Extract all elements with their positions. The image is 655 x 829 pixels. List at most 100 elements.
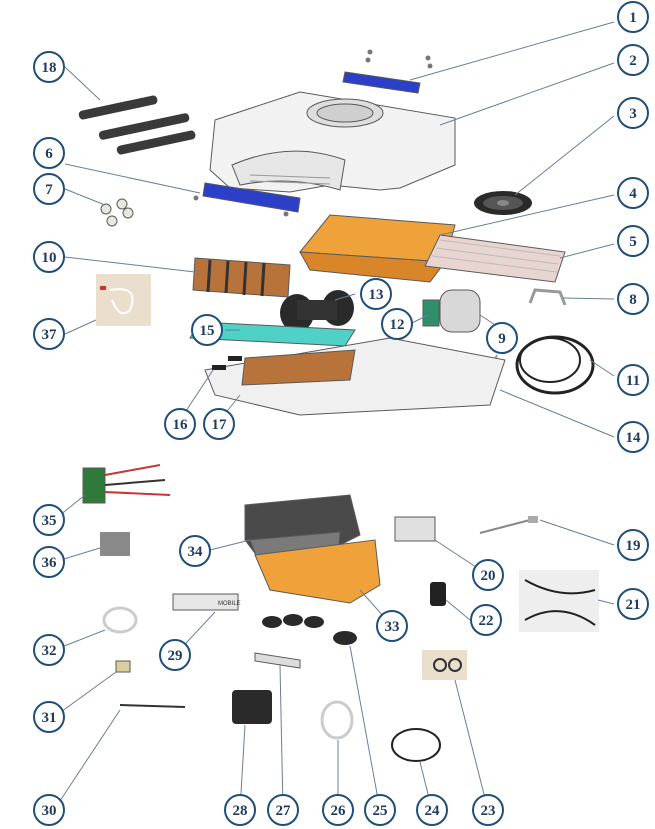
svg-text:22: 22 bbox=[479, 613, 494, 629]
callout-4: 4 bbox=[617, 177, 649, 209]
callout-8: 8 bbox=[617, 283, 649, 315]
callout-22: 22 bbox=[470, 604, 502, 636]
part-37-capillary-tube bbox=[96, 274, 151, 326]
callout-15: 15 bbox=[191, 314, 223, 346]
part-5-condenser bbox=[424, 234, 566, 283]
callout-11: 11 bbox=[617, 364, 649, 396]
callout-19: 19 bbox=[617, 529, 649, 561]
svg-text:14: 14 bbox=[626, 430, 642, 446]
svg-text:34: 34 bbox=[188, 544, 204, 560]
svg-text:3: 3 bbox=[629, 106, 637, 122]
part-24-hose bbox=[391, 728, 441, 762]
callout-35: 35 bbox=[33, 504, 65, 536]
svg-text:37: 37 bbox=[42, 327, 58, 343]
svg-text:24: 24 bbox=[425, 803, 441, 819]
callout-16: 16 bbox=[164, 408, 196, 440]
part-1-rear-cover bbox=[342, 49, 433, 94]
svg-text:13: 13 bbox=[369, 287, 384, 303]
part-30-cable bbox=[119, 704, 186, 708]
part-22-remote bbox=[430, 582, 446, 606]
callout-30: 30 bbox=[33, 794, 65, 826]
callout-2: 2 bbox=[617, 44, 649, 76]
part-36-screw-kit bbox=[100, 532, 130, 556]
callout-31: 31 bbox=[33, 701, 65, 733]
svg-text:30: 30 bbox=[42, 803, 57, 819]
svg-text:10: 10 bbox=[42, 250, 57, 266]
svg-text:5: 5 bbox=[629, 234, 637, 250]
callout-28: 28 bbox=[224, 794, 256, 826]
svg-text:29: 29 bbox=[168, 648, 183, 664]
svg-text:31: 31 bbox=[42, 710, 57, 726]
svg-text:36: 36 bbox=[42, 555, 58, 571]
part-35-control-board bbox=[82, 464, 171, 504]
part-6-front-cover bbox=[193, 182, 301, 217]
svg-text:15: 15 bbox=[200, 323, 215, 339]
svg-text:25: 25 bbox=[373, 803, 388, 819]
part-27-ribbon-cable bbox=[254, 652, 301, 669]
svg-text:17: 17 bbox=[212, 417, 228, 433]
svg-text:12: 12 bbox=[390, 317, 405, 333]
part-4-orange-cover bbox=[299, 214, 456, 283]
part-33-drain-pan bbox=[254, 539, 381, 604]
svg-text:18: 18 bbox=[42, 60, 57, 76]
part-8-pipe bbox=[528, 288, 567, 306]
part-12-compressor bbox=[422, 289, 481, 333]
part-10-evaporator-coil bbox=[192, 257, 291, 298]
svg-text:23: 23 bbox=[481, 803, 496, 819]
svg-text:32: 32 bbox=[42, 643, 57, 659]
svg-text:6: 6 bbox=[45, 146, 53, 162]
part-11-cable bbox=[515, 335, 595, 395]
callout-20: 20 bbox=[472, 559, 504, 591]
svg-text:1: 1 bbox=[629, 10, 637, 26]
callout-1: 1 bbox=[617, 1, 649, 33]
svg-text:19: 19 bbox=[626, 538, 641, 554]
svg-text:4: 4 bbox=[629, 186, 637, 202]
callout-27: 27 bbox=[267, 794, 299, 826]
callout-14: 14 bbox=[617, 421, 649, 453]
svg-text:11: 11 bbox=[626, 373, 640, 389]
callout-18: 18 bbox=[33, 51, 65, 83]
callout-32: 32 bbox=[33, 634, 65, 666]
part-26-cable-coil bbox=[320, 700, 354, 740]
svg-text:33: 33 bbox=[385, 619, 400, 635]
part-2-top-shell bbox=[209, 91, 456, 193]
callout-6: 6 bbox=[33, 137, 65, 169]
svg-text:28: 28 bbox=[233, 803, 248, 819]
callout-37: 37 bbox=[33, 318, 65, 350]
callout-3: 3 bbox=[617, 97, 649, 129]
callout-29: 29 bbox=[159, 639, 191, 671]
callout-25: 25 bbox=[364, 794, 396, 826]
callout-36: 36 bbox=[33, 546, 65, 578]
callout-34: 34 bbox=[179, 535, 211, 567]
svg-text:27: 27 bbox=[276, 803, 292, 819]
part-28-pad bbox=[232, 690, 272, 724]
callout-13: 13 bbox=[360, 278, 392, 310]
part-23-washers bbox=[422, 650, 467, 680]
part-31-connector bbox=[115, 660, 131, 673]
part-16-drain-fittings bbox=[212, 356, 242, 370]
part-19-sensor bbox=[479, 516, 538, 534]
svg-text:20: 20 bbox=[481, 568, 496, 584]
part-29-control-panel: MOBILE bbox=[172, 593, 241, 611]
part-13-blower bbox=[280, 290, 354, 332]
svg-text:9: 9 bbox=[498, 331, 506, 347]
svg-text:26: 26 bbox=[331, 803, 347, 819]
part-17-base-tray bbox=[204, 337, 506, 416]
callout-21: 21 bbox=[617, 588, 649, 620]
callout-12: 12 bbox=[381, 308, 413, 340]
part-3-condenser-fan bbox=[474, 191, 532, 215]
svg-text:16: 16 bbox=[173, 417, 189, 433]
part-7-caps bbox=[100, 198, 134, 227]
callout-26: 26 bbox=[322, 794, 354, 826]
part-32-cable-coil bbox=[102, 606, 138, 634]
svg-text:MOBILE: MOBILE bbox=[218, 601, 241, 607]
callout-7: 7 bbox=[33, 173, 65, 205]
part-18-rubber-strips bbox=[78, 95, 196, 155]
callout-9: 9 bbox=[486, 322, 518, 354]
callout-23: 23 bbox=[472, 794, 504, 826]
svg-text:8: 8 bbox=[629, 292, 637, 308]
callout-5: 5 bbox=[617, 225, 649, 257]
part-21-cable-harness bbox=[519, 570, 599, 632]
callout-24: 24 bbox=[416, 794, 448, 826]
